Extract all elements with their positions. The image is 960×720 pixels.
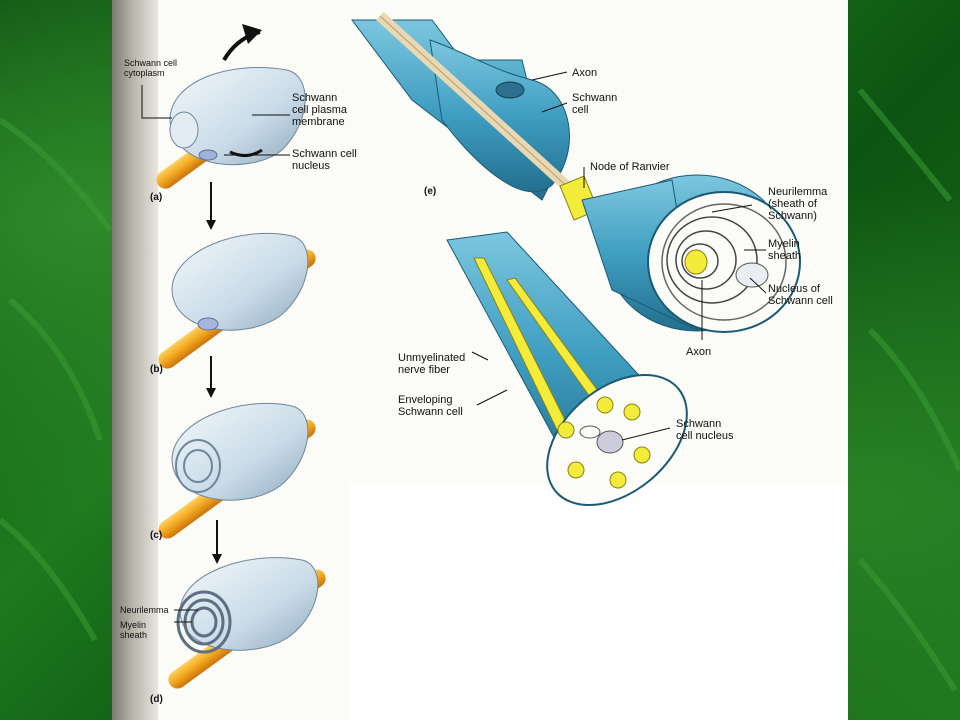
unmyelinated-fiber-illustration [446,231,688,507]
label-enveloping-schwann: Enveloping Schwann cell [398,394,463,418]
myelinated-fiber-illustration [351,11,801,333]
label-axon-bottom: Axon [686,346,712,358]
panel-label-d: (d) [150,694,163,705]
label-myelin-d: Myelin sheath [120,620,148,640]
label-neurilemma-d: Neurilemma [120,605,169,615]
panel-label-a: (a) [150,192,163,203]
label-nucleus-of-schwann: Nucleus of Schwann cell [768,283,833,307]
label-schwann-cell: Schwann cell [572,92,618,116]
label-myelin-sheath-e: Myelin sheath [768,238,802,262]
leader-lines [141,71,767,623]
label-schwann-cytoplasm: Schwann cell cytoplasm [124,58,178,78]
label-node-of-ranvier: Node of Ranvier [590,161,670,173]
label-schwann-plasma-membrane: Schwann cell plasma membrane [292,92,348,128]
page-binding-shadow [112,0,158,720]
myelination-diagram [141,11,801,689]
label-schwann-cell-nucleus: Schwann cell nucleus [676,418,734,442]
label-neurilemma-e: Neurilemma (sheath of Schwann) [768,186,828,222]
label-axon-top: Axon [572,67,598,79]
stage-d-illustration [168,557,326,689]
panel-label-e: (e) [424,186,437,197]
stage-a-illustration [156,24,306,189]
panel-label-b: (b) [150,364,163,375]
label-schwann-nucleus-a: Schwann cell nucleus [292,148,357,172]
blank-area [350,484,848,720]
stage-b-illustration [158,232,316,369]
label-unmyelinated-fiber: Unmyelinated nerve fiber [398,352,466,376]
panel-label-c: (c) [150,530,163,541]
stage-c-illustration [158,402,316,539]
textbook-figure: (a) (b) (c) (d) (e) Schwann cell cytopla… [112,0,848,720]
